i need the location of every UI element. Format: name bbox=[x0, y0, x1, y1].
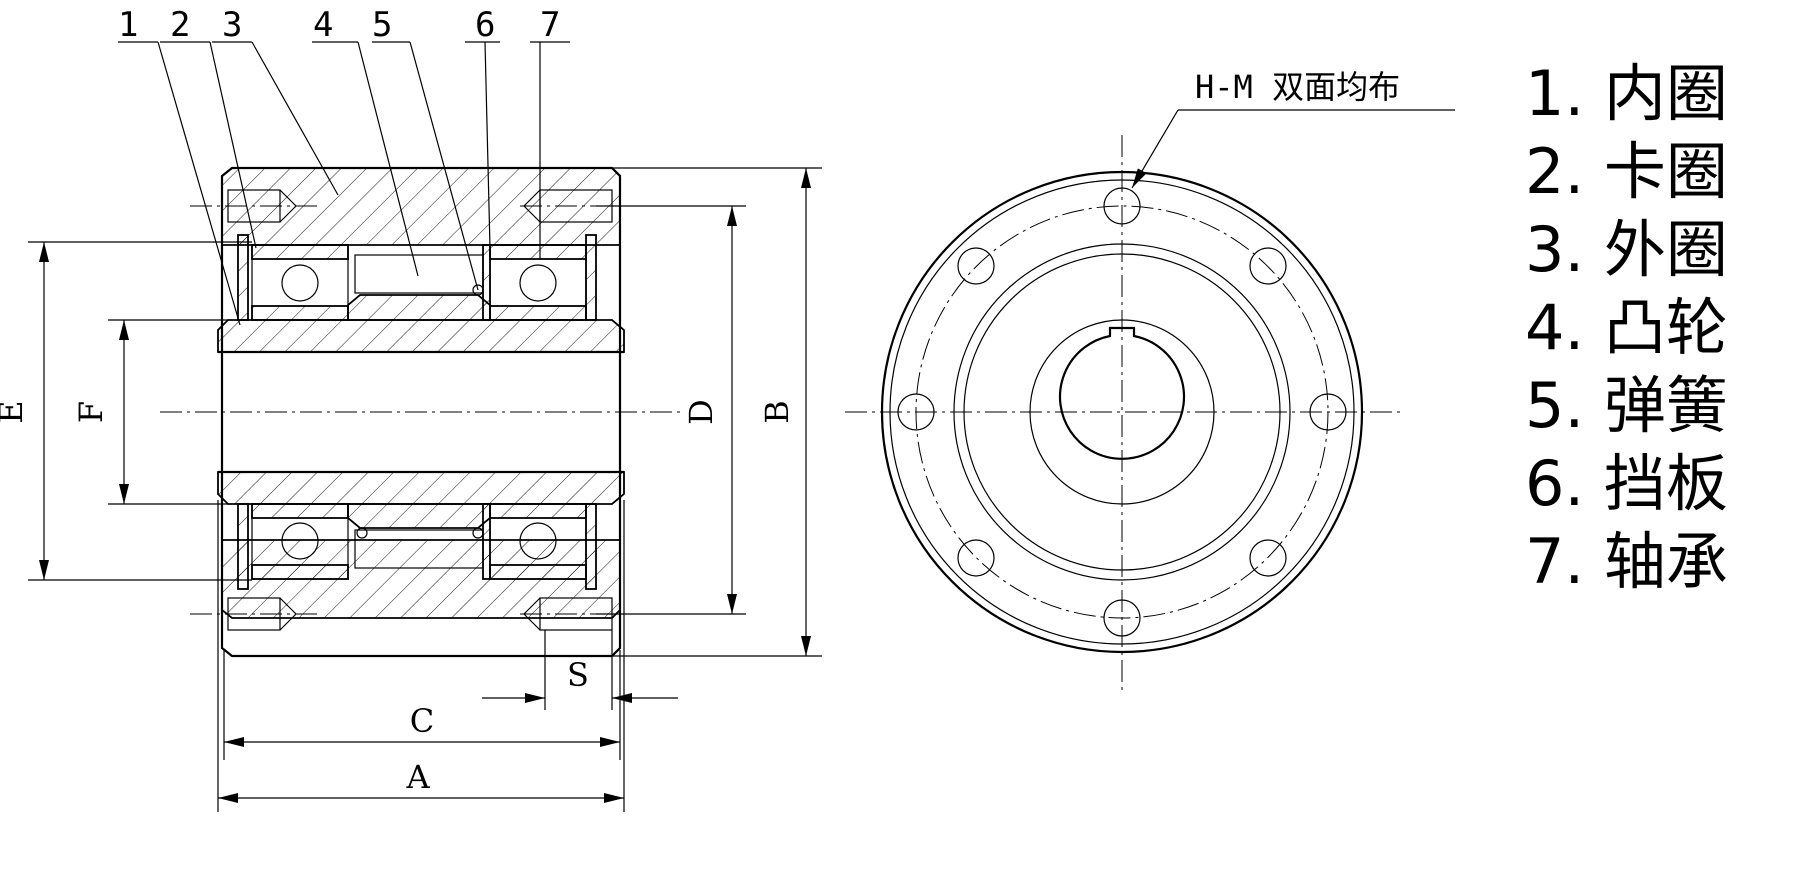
callout-3: 3 bbox=[222, 5, 242, 45]
legend-item-baffle: 6. 挡板 bbox=[1525, 447, 1728, 520]
dim-label-d: D bbox=[682, 399, 720, 425]
dim-label-s: S bbox=[567, 656, 589, 694]
dimension-lines bbox=[28, 167, 822, 812]
legend-item-spring: 5. 弹簧 bbox=[1525, 369, 1728, 442]
section-view bbox=[160, 166, 680, 658]
cam-top bbox=[347, 294, 491, 321]
legend-item-retaining-ring: 2. 卡圈 bbox=[1525, 135, 1728, 208]
parts-legend: 1. 内圈 2. 卡圈 3. 外圈 4. 凸轮 5. 弹簧 6. 挡板 7. 轴… bbox=[1525, 55, 1795, 601]
dim-label-f: F bbox=[72, 401, 110, 423]
legend-item-bearing: 7. 轴承 bbox=[1525, 525, 1728, 598]
bearing-left-bottom bbox=[251, 503, 349, 580]
inner-ring-top bbox=[217, 319, 625, 353]
dim-label-a: A bbox=[405, 758, 430, 796]
callout-7: 7 bbox=[540, 5, 560, 45]
callout-1: 1 bbox=[118, 5, 138, 45]
inner-ring-bottom bbox=[217, 471, 625, 505]
dim-label-b: B bbox=[758, 400, 796, 424]
legend-item-inner-ring: 1. 内圈 bbox=[1525, 57, 1728, 130]
legend-item-outer-ring: 3. 外圈 bbox=[1525, 213, 1728, 286]
callout-2: 2 bbox=[170, 5, 190, 45]
callout-leaders bbox=[118, 41, 570, 326]
callout-4: 4 bbox=[313, 5, 333, 45]
cam-bottom bbox=[347, 503, 491, 529]
dim-label-c: C bbox=[410, 702, 434, 740]
hole-pattern-note: H-M 双面均布 bbox=[1195, 68, 1400, 106]
end-view bbox=[845, 109, 1455, 690]
bearing-right-top bbox=[489, 244, 587, 321]
callout-5: 5 bbox=[372, 5, 392, 45]
legend-item-cam: 4. 凸轮 bbox=[1525, 291, 1728, 364]
dim-label-e: E bbox=[0, 400, 30, 423]
bearing-left-top bbox=[251, 244, 349, 321]
dimension-labels: E F D B C A S bbox=[0, 399, 796, 796]
callout-6: 6 bbox=[475, 5, 495, 45]
callout-numbers: 1 2 3 4 5 6 7 bbox=[118, 5, 560, 45]
